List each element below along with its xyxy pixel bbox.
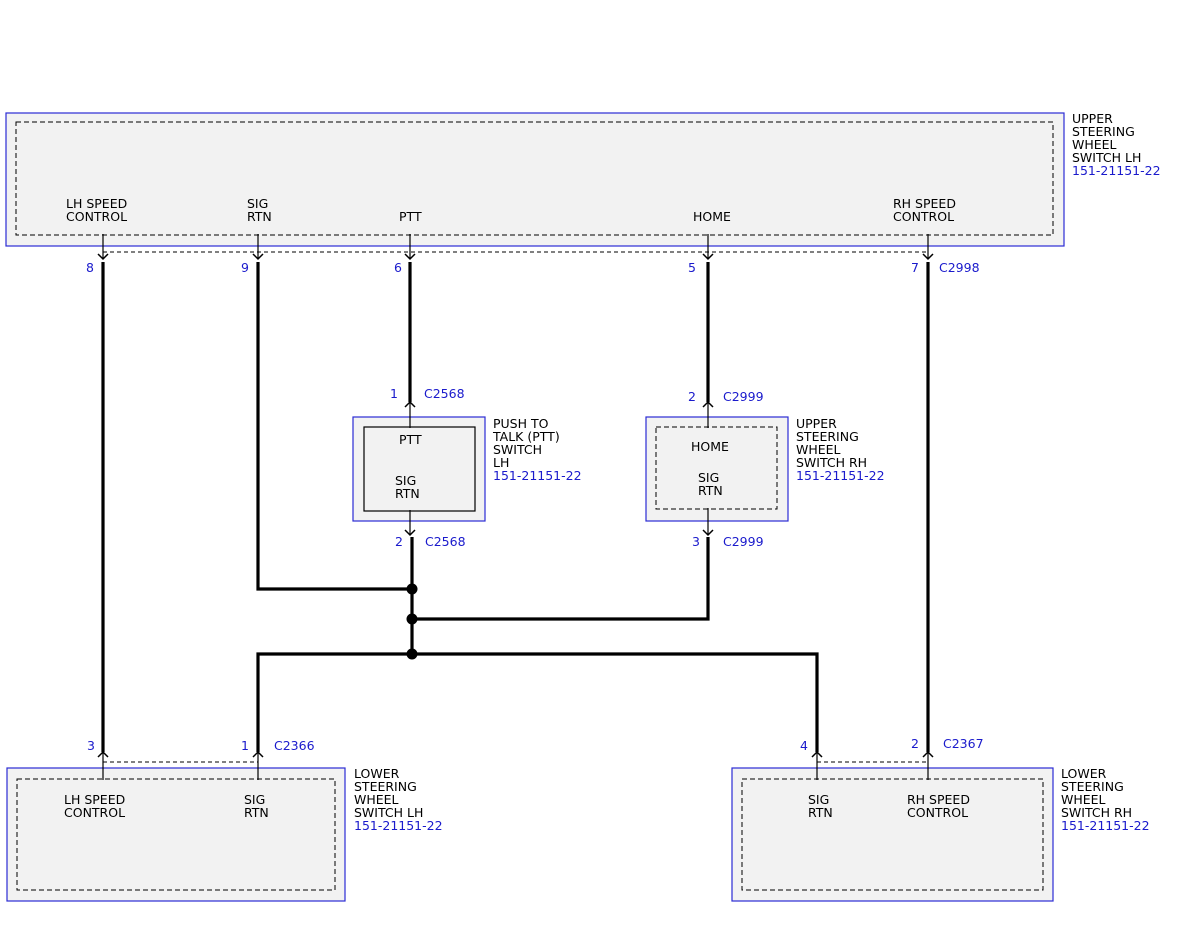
pin-label-lh-speed-control-l1: LH SPEED xyxy=(66,196,127,211)
connector-label-c2367: C2367 xyxy=(943,736,984,751)
component-part-number: 151-21151-22 xyxy=(1072,163,1161,178)
component-title-l2: TALK (PTT) xyxy=(492,429,560,444)
component-upper-steering-wheel-switch-lh[interactable]: LH SPEED CONTROL SIG RTN PTT HOME RH SPE… xyxy=(5,111,1161,247)
component-title-l4: SWITCH LH xyxy=(354,805,423,820)
wire-sig-rtn-lower xyxy=(256,652,819,752)
component-title-l3: WHEEL xyxy=(1061,792,1106,807)
component-title-l3: WHEEL xyxy=(354,792,399,807)
pin-label-sig-rtn-l2: RTN xyxy=(395,486,420,501)
pin-label-rh-speed-control-l1: RH SPEED xyxy=(893,196,956,211)
pin-number-2: 2 xyxy=(911,736,919,751)
component-part-number: 151-21151-22 xyxy=(354,818,443,833)
component-outline xyxy=(731,767,1054,902)
pin-number-6: 6 xyxy=(394,260,402,275)
component-inner-outline xyxy=(655,426,778,510)
pin-number-8: 8 xyxy=(86,260,94,275)
component-title-l4: SWITCH RH xyxy=(1061,805,1132,820)
pin-label-home: HOME xyxy=(691,439,729,454)
pin-number-9: 9 xyxy=(241,260,249,275)
component-inner-outline xyxy=(16,778,336,891)
pin-number-7: 7 xyxy=(911,260,919,275)
component-push-to-talk-switch-lh[interactable]: PTT SIG RTN PUSH TO TALK (PTT) SWITCH LH… xyxy=(352,416,582,522)
pin-number-4: 4 xyxy=(800,738,808,753)
connector-label-c2568-top: C2568 xyxy=(424,386,465,401)
pin-label-sig-rtn-l1: SIG xyxy=(698,470,719,485)
pin-number-1: 1 xyxy=(390,386,398,401)
component-title-l1: PUSH TO xyxy=(493,416,549,431)
component-title-l1: LOWER xyxy=(1061,766,1107,781)
component-part-number: 151-21151-22 xyxy=(796,468,885,483)
pin-label-ptt: PTT xyxy=(399,209,422,224)
component-title-l4: LH xyxy=(493,455,509,470)
component-title-l1: UPPER xyxy=(796,416,837,431)
pin-label-lh-speed-control-l1: LH SPEED xyxy=(64,792,125,807)
pin-number-2: 2 xyxy=(395,534,403,549)
pin-label-lh-speed-control-l2: CONTROL xyxy=(64,805,125,820)
pin-label-home: HOME xyxy=(693,209,731,224)
component-inner-outline xyxy=(15,121,1054,236)
connector-label-c2999-bottom: C2999 xyxy=(723,534,764,549)
component-title-l3: WHEEL xyxy=(796,442,841,457)
splice-point xyxy=(406,613,418,625)
component-title-l3: WHEEL xyxy=(1072,137,1117,152)
component-outline xyxy=(352,416,486,522)
component-title-l4: SWITCH LH xyxy=(1072,150,1141,165)
pin-label-ptt: PTT xyxy=(399,432,422,447)
component-title-l2: STEERING xyxy=(1072,124,1135,139)
pin-label-sig-rtn-l2: RTN xyxy=(698,483,723,498)
pin-number-5: 5 xyxy=(688,260,696,275)
component-inner-outline xyxy=(363,426,476,512)
component-outline xyxy=(6,767,346,902)
splice-point xyxy=(406,648,418,660)
component-part-number: 151-21151-22 xyxy=(493,468,582,483)
connector-label-c2366: C2366 xyxy=(274,738,315,753)
component-title-l1: LOWER xyxy=(354,766,400,781)
component-part-number: 151-21151-22 xyxy=(1061,818,1150,833)
pin-number-3: 3 xyxy=(87,738,95,753)
terminals-c2998 xyxy=(97,234,934,261)
component-title-l2: STEERING xyxy=(1061,779,1124,794)
component-outline xyxy=(645,416,789,522)
component-title-l3: SWITCH xyxy=(493,442,542,457)
connector-label-c2998: C2998 xyxy=(939,260,980,275)
pin-number-2: 2 xyxy=(688,389,696,404)
component-inner-outline xyxy=(741,778,1044,891)
splices xyxy=(406,583,418,660)
pin-label-rh-speed-control-l1: RH SPEED xyxy=(907,792,970,807)
connector-label-c2568-bottom: C2568 xyxy=(425,534,466,549)
component-upper-steering-wheel-switch-rh[interactable]: HOME SIG RTN UPPER STEERING WHEEL SWITCH… xyxy=(645,416,885,522)
pin-label-sig-rtn-l1: SIG xyxy=(244,792,265,807)
terminals-c2999 xyxy=(702,400,714,537)
component-lower-steering-wheel-switch-lh[interactable]: LH SPEED CONTROL SIG RTN LOWER STEERING … xyxy=(6,766,443,902)
pin-label-sig-rtn-l2: RTN xyxy=(244,805,269,820)
component-lower-steering-wheel-switch-rh[interactable]: SIG RTN RH SPEED CONTROL LOWER STEERING … xyxy=(731,766,1150,902)
component-title-l1: UPPER xyxy=(1072,111,1113,126)
wire-sig-rtn-upper-rh xyxy=(412,537,710,621)
pin-label-rh-speed-control-l2: CONTROL xyxy=(893,209,954,224)
pin-label-sig-rtn-l2: RTN xyxy=(247,209,272,224)
pin-label-sig-rtn-l1: SIG xyxy=(247,196,268,211)
pin-label-lh-speed-control-l2: CONTROL xyxy=(66,209,127,224)
connector-label-c2999-top: C2999 xyxy=(723,389,764,404)
wire-sig-rtn-upper-lh xyxy=(256,262,412,591)
pin-label-sig-rtn-l1: SIG xyxy=(808,792,829,807)
wires xyxy=(101,262,930,752)
component-title-l2: STEERING xyxy=(354,779,417,794)
component-title-l4: SWITCH RH xyxy=(796,455,867,470)
pin-number-1: 1 xyxy=(241,738,249,753)
component-outline xyxy=(5,112,1065,247)
pin-label-sig-rtn-l1: SIG xyxy=(395,473,416,488)
pin-label-sig-rtn-l2: RTN xyxy=(808,805,833,820)
component-title-l2: STEERING xyxy=(796,429,859,444)
pin-label-rh-speed-control-l2: CONTROL xyxy=(907,805,968,820)
pin-number-3: 3 xyxy=(692,534,700,549)
splice-point xyxy=(406,583,418,595)
